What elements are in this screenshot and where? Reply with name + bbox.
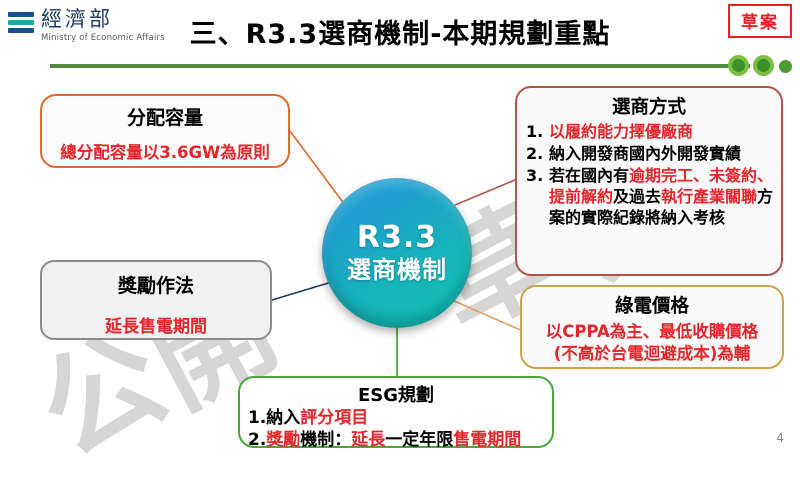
node-green-price-line2: (不高於台電迴避成本)為輔 xyxy=(553,344,751,363)
node-esg-item: 2.獎勵機制：延長一定年限售電期間 xyxy=(240,429,552,451)
text-run: 機制： xyxy=(300,430,352,450)
text-run: 執行產業關聯 xyxy=(661,187,758,206)
ministry-logo: 經濟部 Ministry of Economic Affairs xyxy=(8,6,165,43)
header-dot-icon xyxy=(728,55,749,76)
text-run: 以履約能力擇優廠商 xyxy=(549,122,694,141)
ministry-logo-icon xyxy=(8,10,34,36)
header-dot-icon xyxy=(779,60,792,73)
text-run: 納入開發商國內外開發實績 xyxy=(549,144,742,163)
text-run: 若在國內有 xyxy=(549,166,630,185)
central-node: R3.3 選商機制 xyxy=(322,178,472,328)
node-green-price-body: 以CPPA為主、最低收購價格 (不高於台電迴避成本)為輔 xyxy=(522,321,782,365)
ministry-name-cn: 經濟部 xyxy=(41,7,113,31)
slide-header: 經濟部 Ministry of Economic Affairs 三、R3.3選… xyxy=(0,0,800,76)
node-selection-method: 選商方式 以履約能力擇優廠商納入開發商國內外開發實績若在國內有逾期完工、未簽約、… xyxy=(515,86,783,276)
node-selection-method-list: 以履約能力擇優廠商納入開發商國內外開發實績若在國內有逾期完工、未簽約、提前解約及… xyxy=(517,121,781,228)
text-run: 延長 xyxy=(351,430,386,450)
text-run: 及過去 xyxy=(613,187,662,206)
central-node-line1: R3.3 xyxy=(356,220,438,255)
header-divider xyxy=(50,64,750,68)
node-selection-method-item: 以履約能力擇優廠商 xyxy=(526,121,775,142)
node-esg-title: ESG規劃 xyxy=(357,385,435,406)
text-run: 方案的實際紀錄將納入考核 xyxy=(549,187,774,227)
node-incentive-body: 延長售電期間 xyxy=(105,317,207,337)
ministry-name-en: Ministry of Economic Affairs xyxy=(41,33,165,43)
node-incentive: 獎勵作法 延長售電期間 xyxy=(40,260,272,340)
node-selection-method-item: 納入開發商國內外開發實績 xyxy=(526,143,775,164)
text-run: 1. xyxy=(248,408,267,428)
text-run: 售電期間 xyxy=(453,430,522,450)
node-green-price-title: 綠電價格 xyxy=(614,296,689,317)
node-capacity: 分配容量 總分配容量以3.6GW為原則 xyxy=(40,94,290,168)
text-run: 一定年限 xyxy=(385,430,454,450)
node-capacity-title: 分配容量 xyxy=(126,107,203,129)
node-selection-method-title: 選商方式 xyxy=(611,97,686,118)
page-title: 三、R3.3選商機制-本期規劃重點 xyxy=(189,19,611,50)
draft-badge: 草案 xyxy=(728,4,792,38)
node-green-price-line1: 以CPPA為主、最低收購價格 xyxy=(545,322,759,341)
text-run: 獎勵 xyxy=(266,430,301,450)
node-esg-item: 1.納入評分項目 xyxy=(240,407,552,429)
node-green-price: 綠電價格 以CPPA為主、最低收購價格 (不高於台電迴避成本)為輔 xyxy=(520,285,784,369)
text-run: 納入 xyxy=(266,408,301,428)
text-run: 逾期完工、未簽約、提前解約 xyxy=(549,166,774,206)
connector-lines xyxy=(271,130,526,376)
node-capacity-body: 總分配容量以3.6GW為原則 xyxy=(60,143,270,162)
node-incentive-title: 獎勵作法 xyxy=(117,275,194,297)
central-node-line2: 選商機制 xyxy=(347,256,447,284)
header-dot-icon xyxy=(753,55,774,76)
text-run: 評分項目 xyxy=(300,408,369,428)
text-run: 2. xyxy=(248,430,267,450)
page-number: 4 xyxy=(776,431,784,445)
diagram-canvas: R3.3 選商機制 分配容量 總分配容量以3.6GW為原則 獎勵作法 延長售電期… xyxy=(0,70,800,453)
node-selection-method-item: 若在國內有逾期完工、未簽約、提前解約及過去執行產業關聯方案的實際紀錄將納入考核 xyxy=(526,165,775,228)
